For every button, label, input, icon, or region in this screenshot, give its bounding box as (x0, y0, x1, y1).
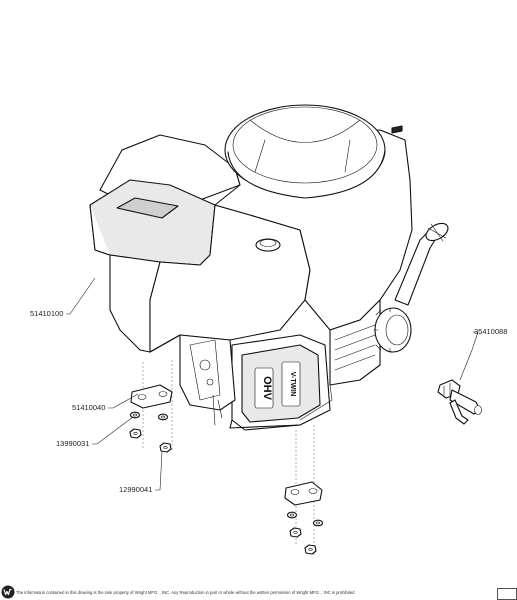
nut-right-a (289, 527, 302, 538)
footer-page-box (497, 588, 517, 600)
footer: The information contained in this drawin… (0, 583, 517, 600)
engine-assembly (89, 104, 449, 431)
nut-left-b (159, 442, 172, 453)
label-gasket: 51410040 (72, 403, 106, 412)
left-hardware-stack (129, 360, 173, 453)
footer-notice: The information contained in this drawin… (16, 590, 355, 595)
label-nut: 12990041 (119, 485, 153, 494)
ohv-badge: OHV (261, 376, 273, 401)
gasket-right (284, 481, 323, 506)
fuel-fitting (437, 379, 482, 425)
wright-logo-icon (1, 585, 15, 599)
nut-right-b (304, 544, 317, 555)
nut-left-a (129, 428, 142, 439)
leader-lines (66, 277, 479, 491)
label-engine: 51410100 (30, 309, 64, 318)
vtwin-badge: V-TWIN (289, 372, 296, 397)
right-hardware-stack (284, 425, 324, 555)
label-washer: 13990031 (56, 439, 90, 448)
gasket-left (130, 384, 173, 409)
engine-badges: OHV V-TWIN (261, 372, 296, 401)
label-fitting: 35410088 (474, 327, 508, 336)
